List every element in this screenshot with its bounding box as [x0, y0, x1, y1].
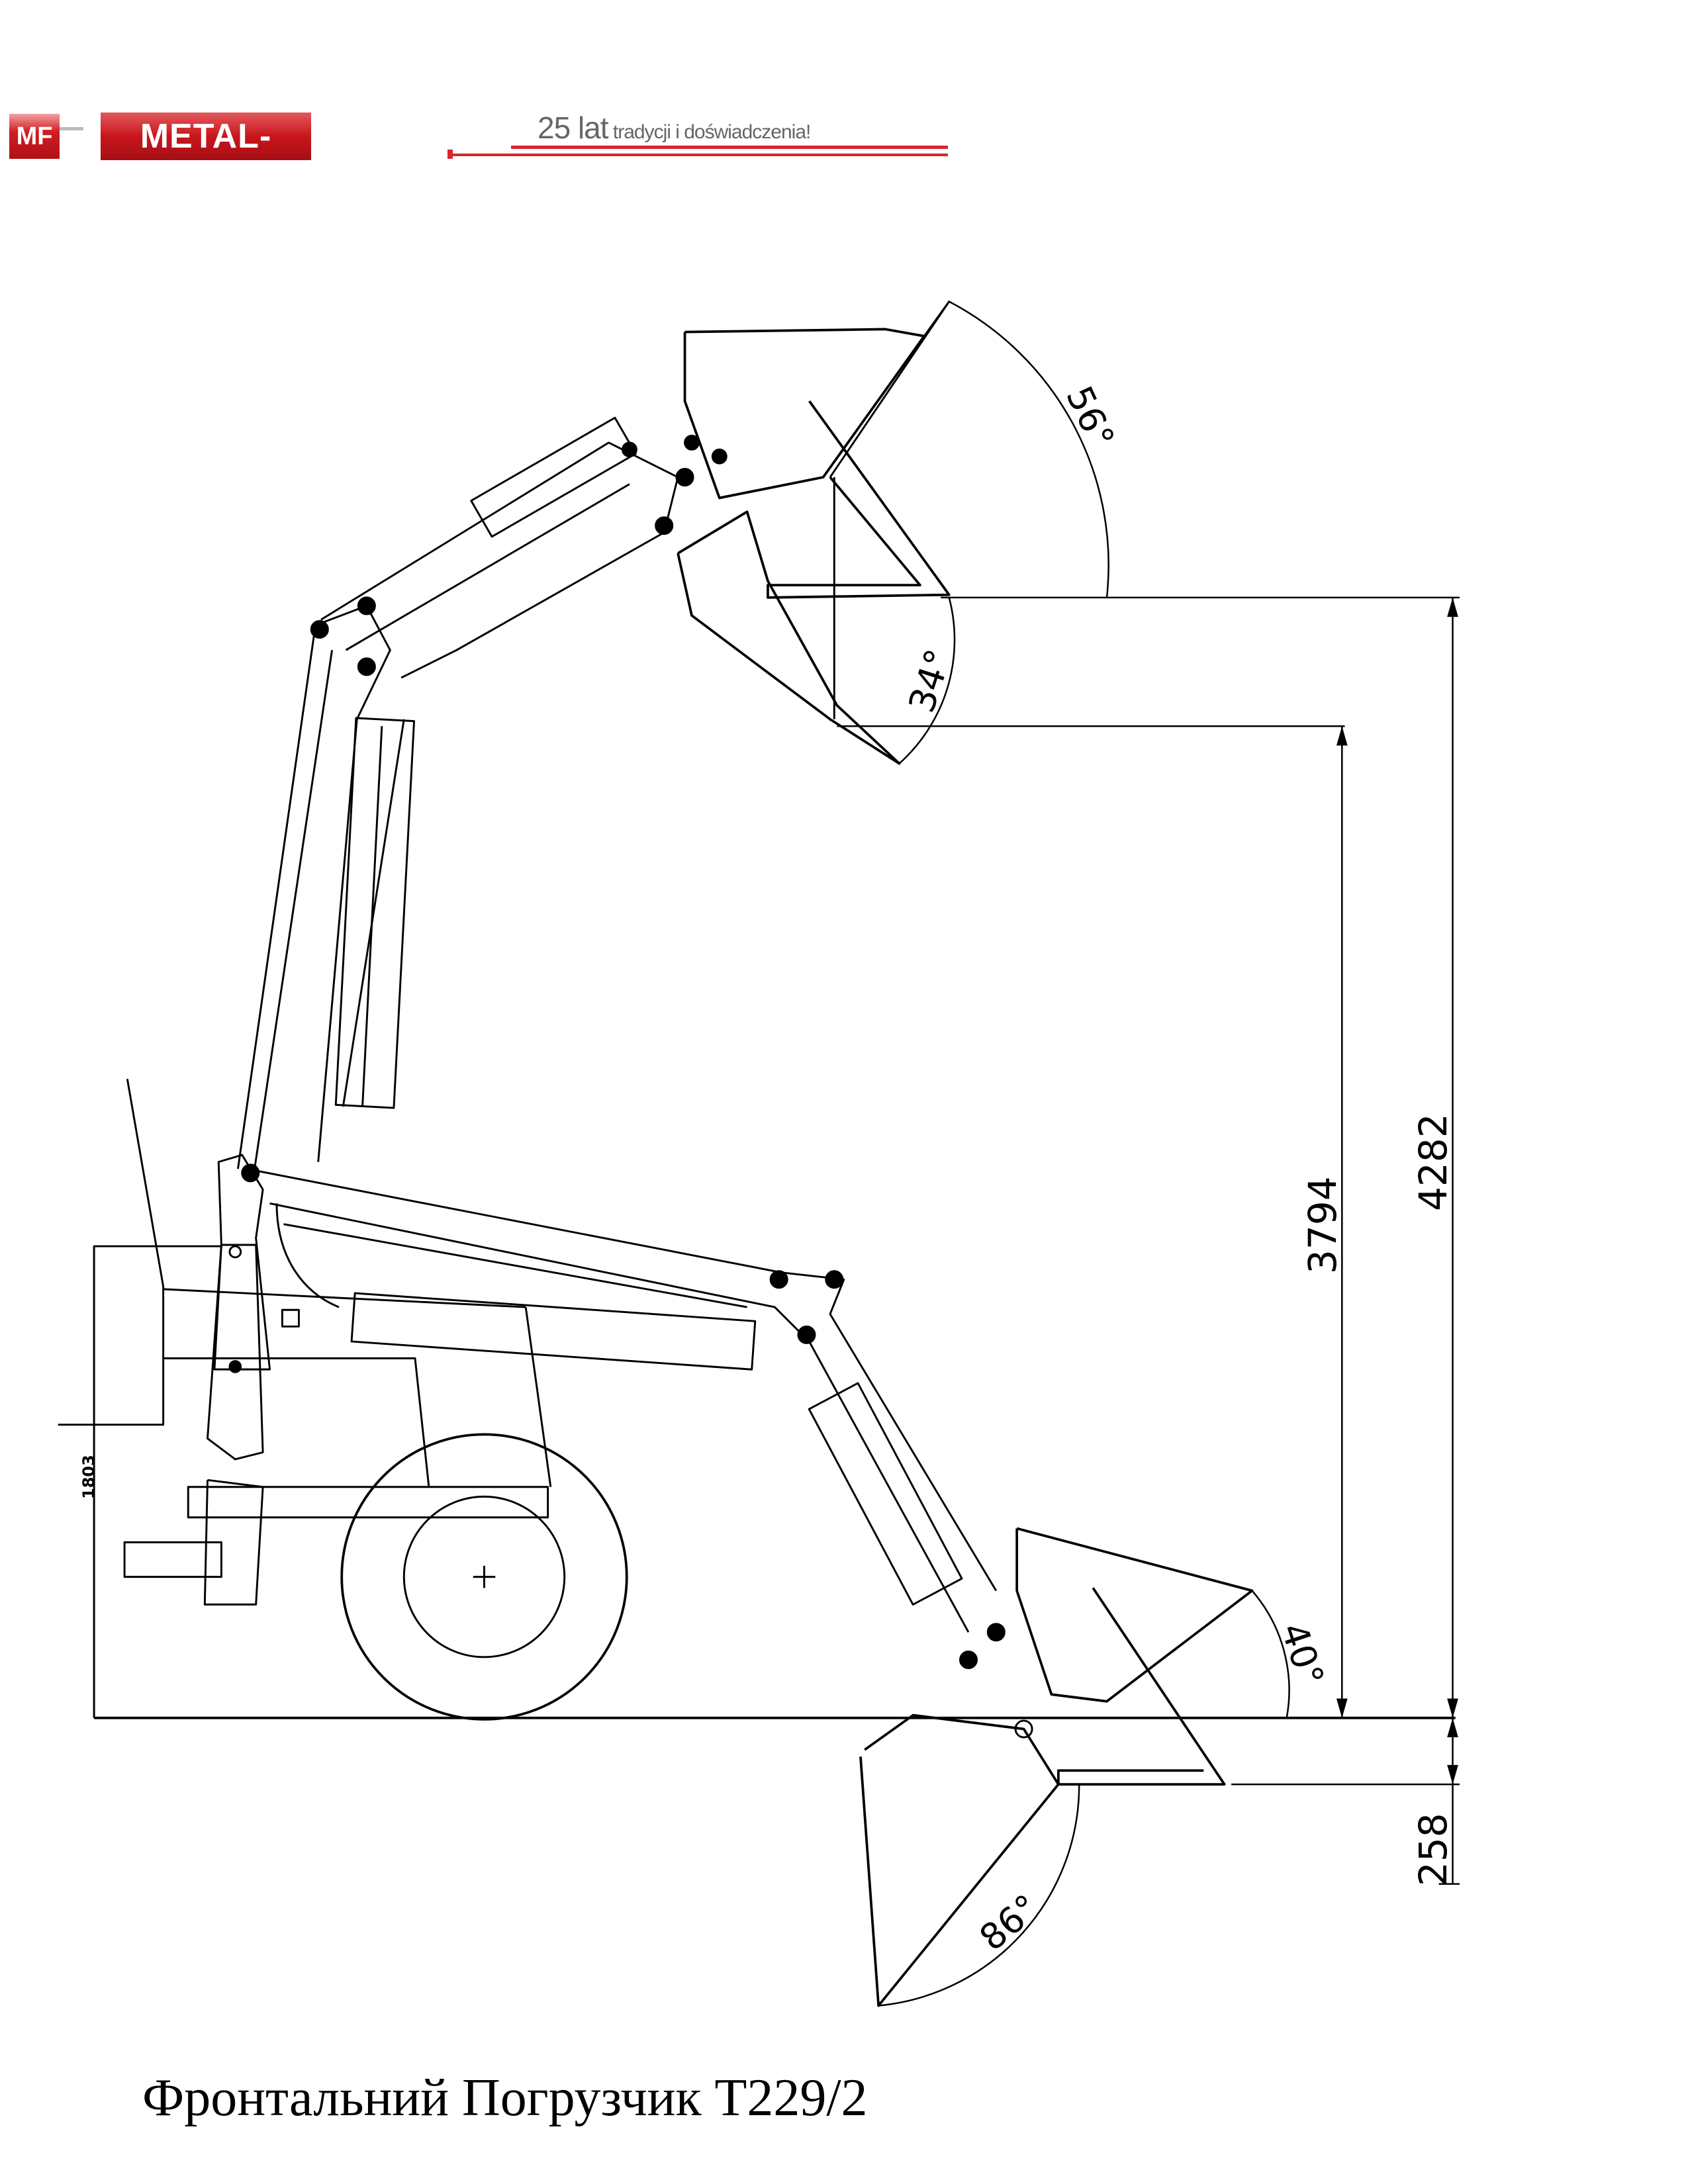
angle-top-rollback: 34° — [900, 645, 959, 718]
slogan-years: 25 lat — [538, 111, 609, 145]
angle-ground-dump: 86° — [972, 1886, 1047, 1959]
lowered-loader-arm — [246, 1167, 1033, 1739]
logo-badge: MF — [9, 114, 60, 159]
dim-below-ground: 258 — [1411, 1813, 1456, 1886]
slogan-underline-end — [447, 150, 453, 159]
lowered-bucket-level — [1056, 1587, 1226, 1786]
raised-bucket-level — [767, 400, 951, 719]
dim-pin-height: 3794 — [1300, 1176, 1345, 1274]
angle-top-dump: 56° — [1058, 380, 1123, 455]
dimension-arrows — [1336, 597, 1458, 1785]
wheel — [340, 1433, 628, 1721]
raised-bucket-rollback — [677, 510, 901, 765]
brand-logo: METAL-FACH — [101, 113, 311, 203]
angle-ground-rollback: 40° — [1273, 1618, 1332, 1692]
logo-divider — [60, 127, 83, 130]
dim-tractor-height: 1803 — [79, 1455, 98, 1499]
tractor-outline — [58, 1078, 1456, 1721]
slogan: 25 lat tradycji i doświadczenia! — [538, 110, 811, 146]
slogan-underline — [511, 146, 948, 149]
slogan-text: tradycji i doświadczenia! — [612, 121, 811, 143]
dimension-lines — [93, 300, 1460, 2007]
slogan-underline-long — [450, 154, 948, 156]
raised-loader-arm — [237, 416, 727, 1169]
raised-bucket-dump — [683, 300, 951, 500]
page-title: Фронтальний Погрузчик T229/2 — [142, 2069, 868, 2127]
dim-max-height: 4282 — [1411, 1113, 1456, 1211]
lowered-bucket-rollback — [1015, 1527, 1254, 1703]
lowered-bucket-dump — [859, 1713, 1060, 2007]
